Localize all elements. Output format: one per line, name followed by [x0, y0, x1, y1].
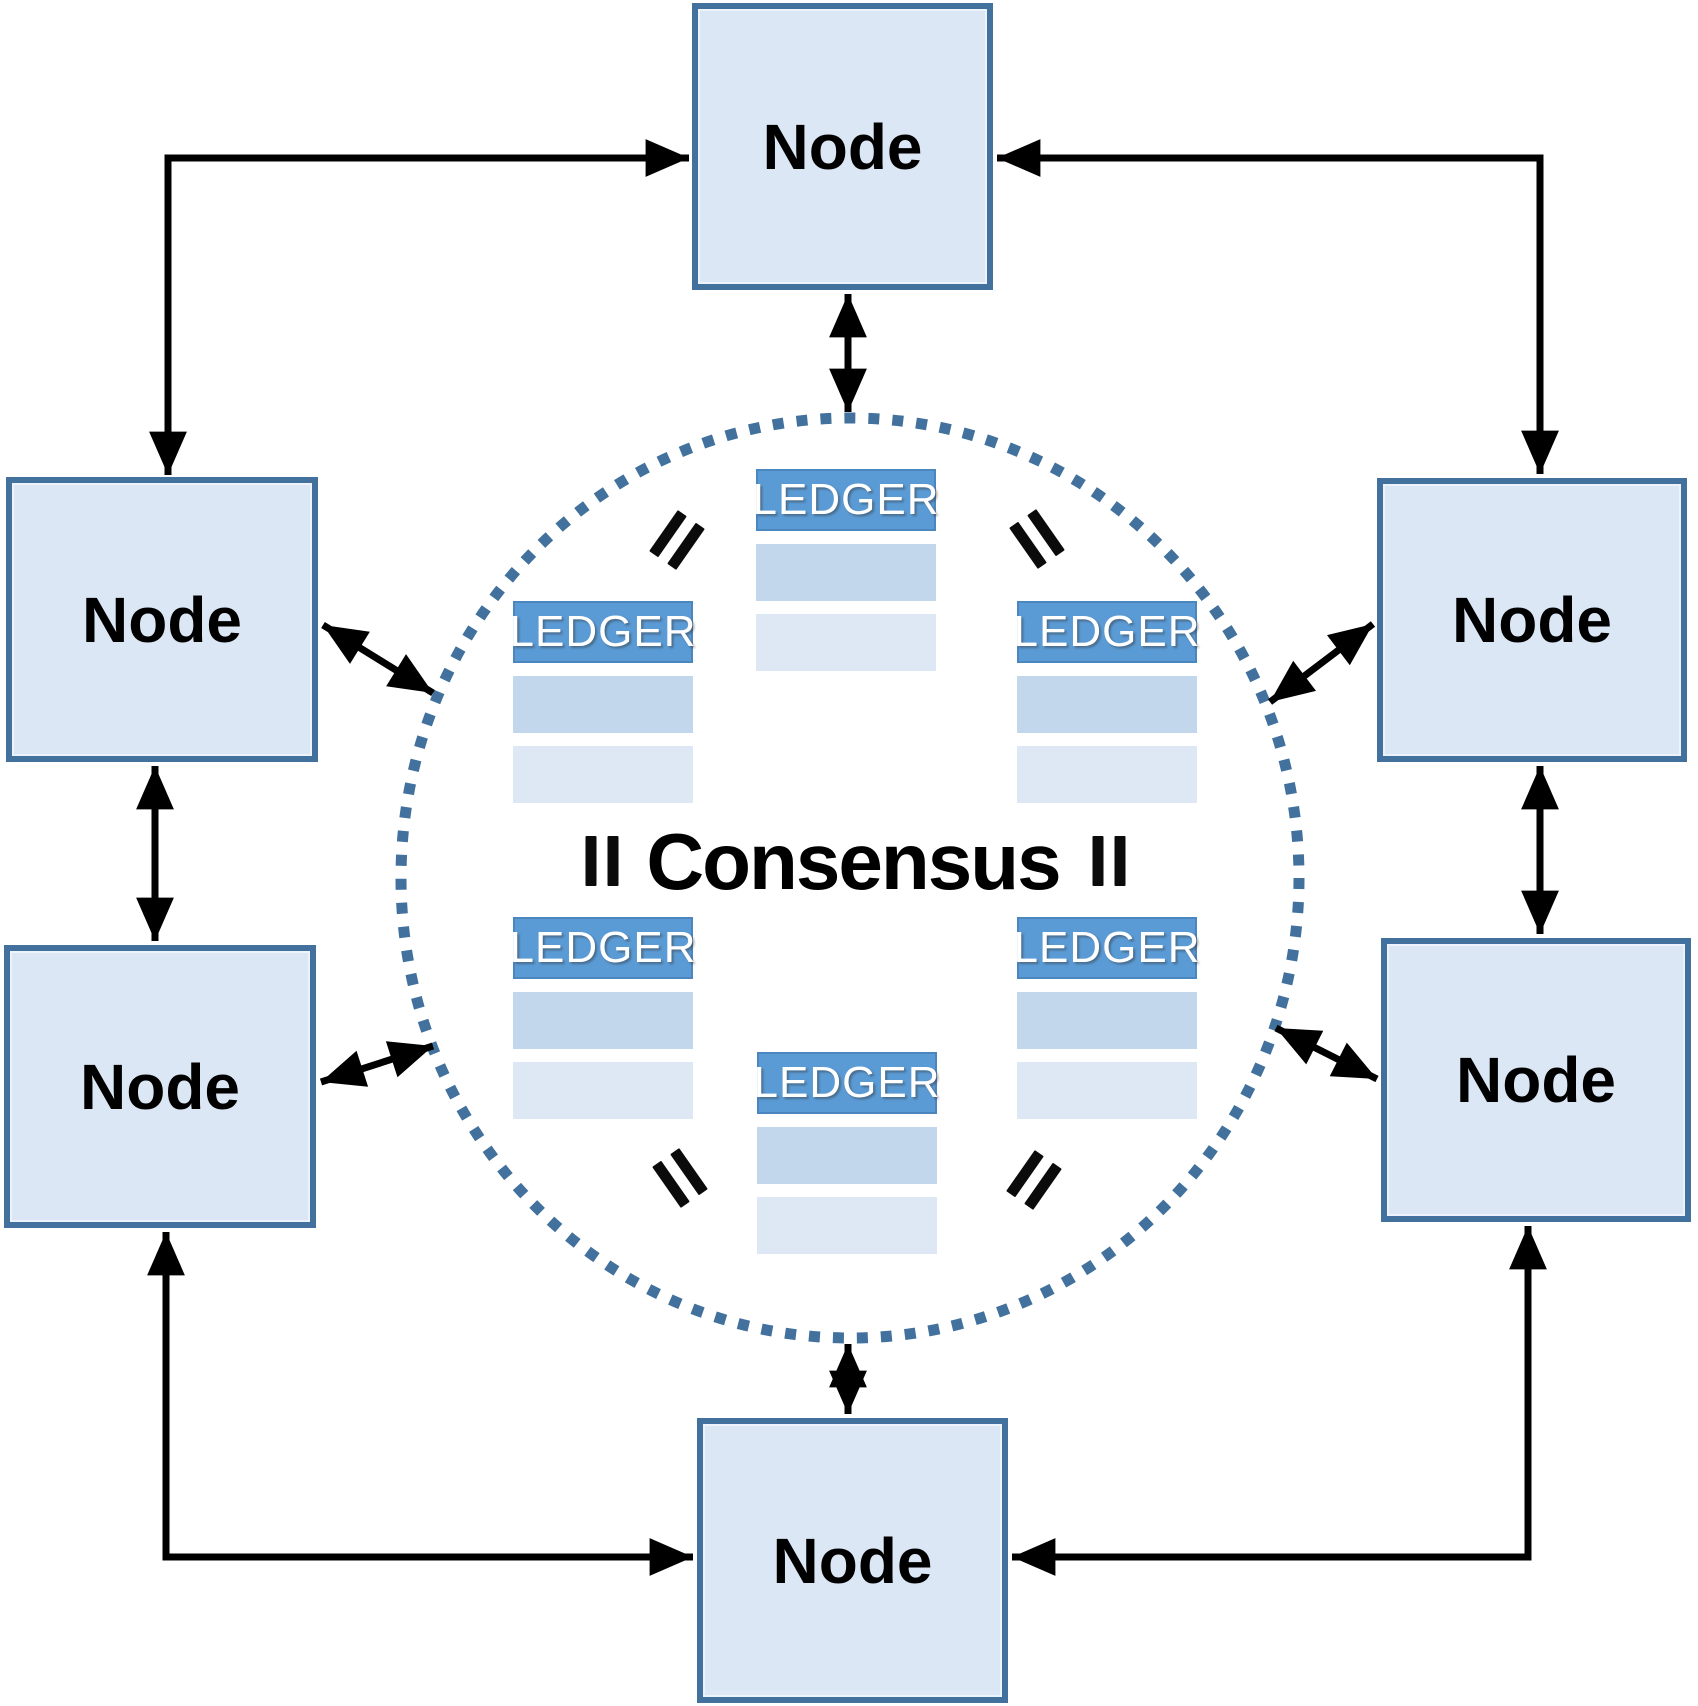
equals-icon-upper-left [649, 510, 705, 570]
node-label: Node [82, 583, 242, 656]
arrow-bottom-to-lower-right [1012, 1226, 1547, 1576]
ledger-row [1017, 992, 1197, 1049]
ledger-row [757, 1127, 937, 1184]
ledger-table-lower-right: LEDGER [1014, 917, 1199, 1119]
node-box-upper-right: Node [1377, 478, 1687, 762]
node-box-lower-left: Node [4, 945, 316, 1228]
ledger-table-top: LEDGER [753, 469, 938, 671]
equals-icon-lower-left [652, 1148, 708, 1208]
equals-bar [585, 836, 597, 886]
ledger-header: LEDGER [754, 1052, 939, 1114]
ledger-header: LEDGER [1014, 601, 1199, 663]
equals-icon-middle-left [585, 836, 619, 886]
node-box-upper-left: Node [6, 477, 318, 762]
arrow-top-to-upper-right [997, 139, 1559, 474]
ledger-table-upper-right: LEDGER [1014, 601, 1199, 803]
arrow-lower-right-node-to-circle [1274, 1024, 1379, 1083]
arrow-upper-right-node-to-circle [1267, 621, 1376, 705]
ledger-row [1017, 1062, 1197, 1119]
arrow-lower-left-node-to-circle [319, 1041, 435, 1087]
node-label: Node [762, 110, 923, 183]
node-label: Node [1456, 1044, 1616, 1116]
node-label: Node [80, 1050, 240, 1123]
equals-bar [1092, 836, 1104, 886]
ledger-row [513, 676, 693, 733]
equals-icon-upper-right [1009, 509, 1065, 569]
node-label: Node [772, 1524, 933, 1597]
equals-bar [607, 836, 619, 886]
consensus-title: Consensus [646, 817, 1061, 906]
ledger-table-upper-left: LEDGER [510, 601, 695, 803]
ledger-row [513, 746, 693, 803]
ledger-row [1017, 746, 1197, 803]
ledger-row [756, 614, 936, 671]
ledger-row [756, 544, 936, 601]
equals-icon-lower-right [1006, 1150, 1062, 1210]
node-box-lower-right: Node [1381, 938, 1691, 1222]
ledger-header: LEDGER [1014, 917, 1199, 979]
node-box-bottom: Node [697, 1418, 1008, 1703]
arrow-lower-left-to-bottom [147, 1232, 693, 1576]
equals-bar [1114, 836, 1126, 886]
ledger-row [513, 992, 693, 1049]
node-label: Node [1452, 584, 1612, 656]
ledger-header: LEDGER [753, 469, 938, 531]
ledger-table-lower-left: LEDGER [510, 917, 695, 1119]
ledger-table-bottom: LEDGER [754, 1052, 939, 1254]
equals-icon-middle-right [1092, 836, 1126, 886]
ledger-row [1017, 676, 1197, 733]
arrow-upper-left-node-to-circle [321, 622, 435, 696]
ledger-header: LEDGER [510, 601, 695, 663]
arrow-upper-left-to-top [149, 139, 689, 475]
ledger-row [757, 1197, 937, 1254]
ledger-row [513, 1062, 693, 1119]
ledger-header: LEDGER [510, 917, 695, 979]
node-box-top: Node [692, 3, 993, 290]
